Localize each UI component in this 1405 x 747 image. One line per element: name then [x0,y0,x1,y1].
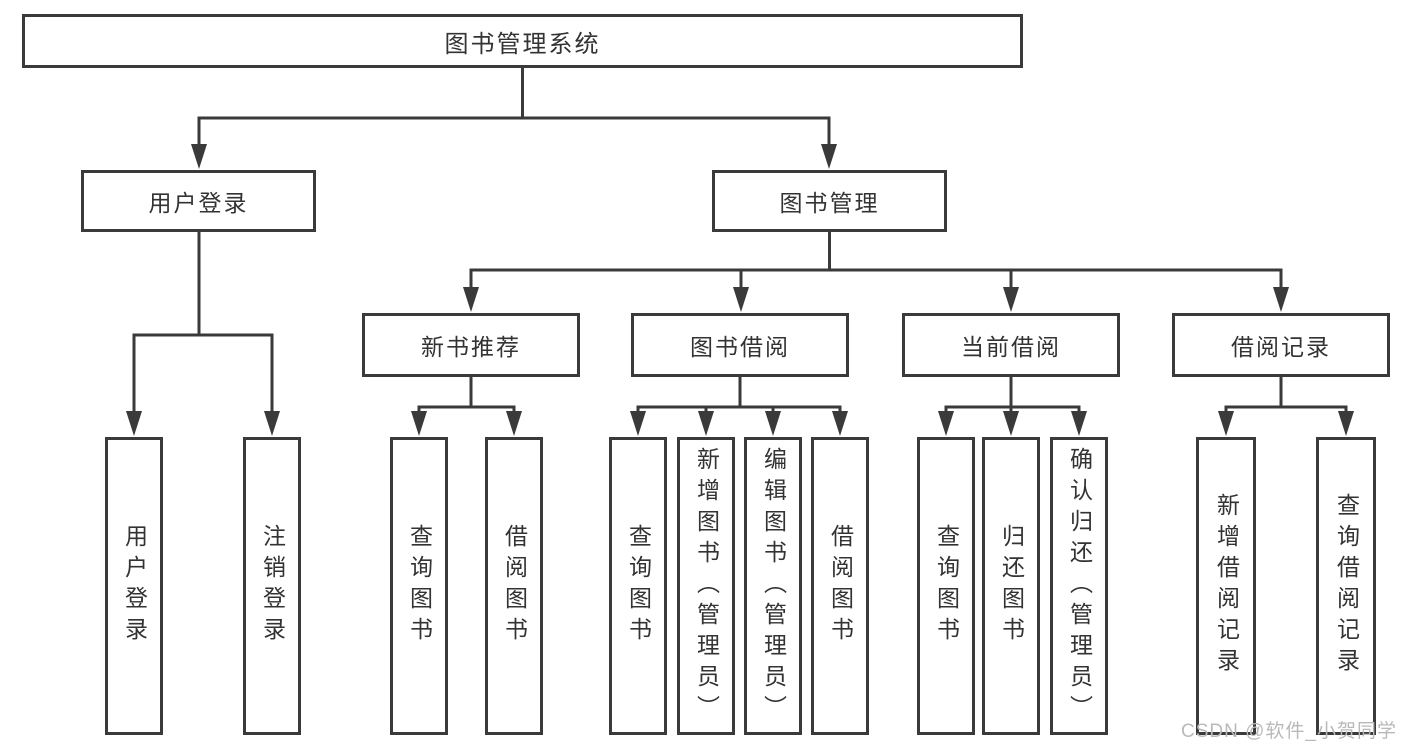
leaf-return-books-label: 归还图书 [998,524,1025,648]
node-book-borrow: 图书借阅 [631,313,849,377]
connector-userlogin-to-leaves [132,230,274,414]
leaf-edit-book-admin-label: 编辑图书（管理员） [760,446,787,726]
connector-root-to-level2 [197,66,831,148]
connector-bookborrow-to-leaves [636,375,842,415]
connector-newbook-to-leaves [417,375,516,415]
csdn-watermark: CSDN @软件_小贺同学 [1181,721,1397,742]
leaf-confirm-return-admin: 确认归还（管理员） [1050,437,1108,735]
node-current-borrow-label: 当前借阅 [961,334,1061,360]
leaf-logout: 注销登录 [243,437,301,735]
leaf-user-login: 用户登录 [105,437,163,735]
leaf-logout-label: 注销登录 [259,524,286,648]
leaf-add-borrow-record: 新增借阅记录 [1196,437,1256,735]
leaf-query-borrow-record-label: 查询借阅记录 [1333,493,1360,679]
leaf-borrow-books-recommend-label: 借阅图书 [501,524,528,648]
leaf-query-books-current-label: 查询图书 [933,524,960,648]
arrowheads [126,144,1354,436]
node-book-management: 图书管理 [712,170,947,232]
node-book-management-label: 图书管理 [779,190,880,216]
leaf-query-books-current: 查询图书 [917,437,975,735]
connector-bookmgmt-to-level3 [469,230,1283,290]
connector-currentborrow-to-leaves [944,375,1081,415]
node-user-login-label: 用户登录 [148,190,249,216]
leaf-borrow-books-label: 借阅图书 [827,524,854,648]
leaf-user-login-label: 用户登录 [121,524,148,648]
leaf-borrow-books-recommend: 借阅图书 [485,437,543,735]
leaf-add-book-admin-label: 新增图书（管理员） [693,446,720,726]
node-new-book-recommend: 新书推荐 [362,313,580,377]
node-root-system: 图书管理系统 [22,14,1023,68]
leaf-add-borrow-record-label: 新增借阅记录 [1213,493,1240,679]
leaf-query-books-borrow-label: 查询图书 [625,524,652,648]
node-new-book-recommend-label: 新书推荐 [421,334,521,360]
node-current-borrow: 当前借阅 [902,313,1120,377]
node-borrow-records: 借阅记录 [1172,313,1390,377]
leaf-query-borrow-record: 查询借阅记录 [1316,437,1376,735]
connector-records-to-leaves [1224,375,1348,415]
leaf-query-books-recommend-label: 查询图书 [406,524,433,648]
leaf-add-book-admin: 新增图书（管理员） [677,437,735,735]
node-borrow-records-label: 借阅记录 [1231,334,1331,360]
node-root-label: 图书管理系统 [444,30,601,58]
leaf-query-books-borrow: 查询图书 [609,437,667,735]
leaf-query-books-recommend: 查询图书 [390,437,448,735]
node-book-borrow-label: 图书借阅 [690,334,790,360]
leaf-confirm-return-admin-label: 确认归还（管理员） [1066,446,1093,726]
leaf-borrow-books: 借阅图书 [811,437,869,735]
node-user-login: 用户登录 [81,170,316,232]
leaf-return-books: 归还图书 [982,437,1040,735]
leaf-edit-book-admin: 编辑图书（管理员） [744,437,802,735]
